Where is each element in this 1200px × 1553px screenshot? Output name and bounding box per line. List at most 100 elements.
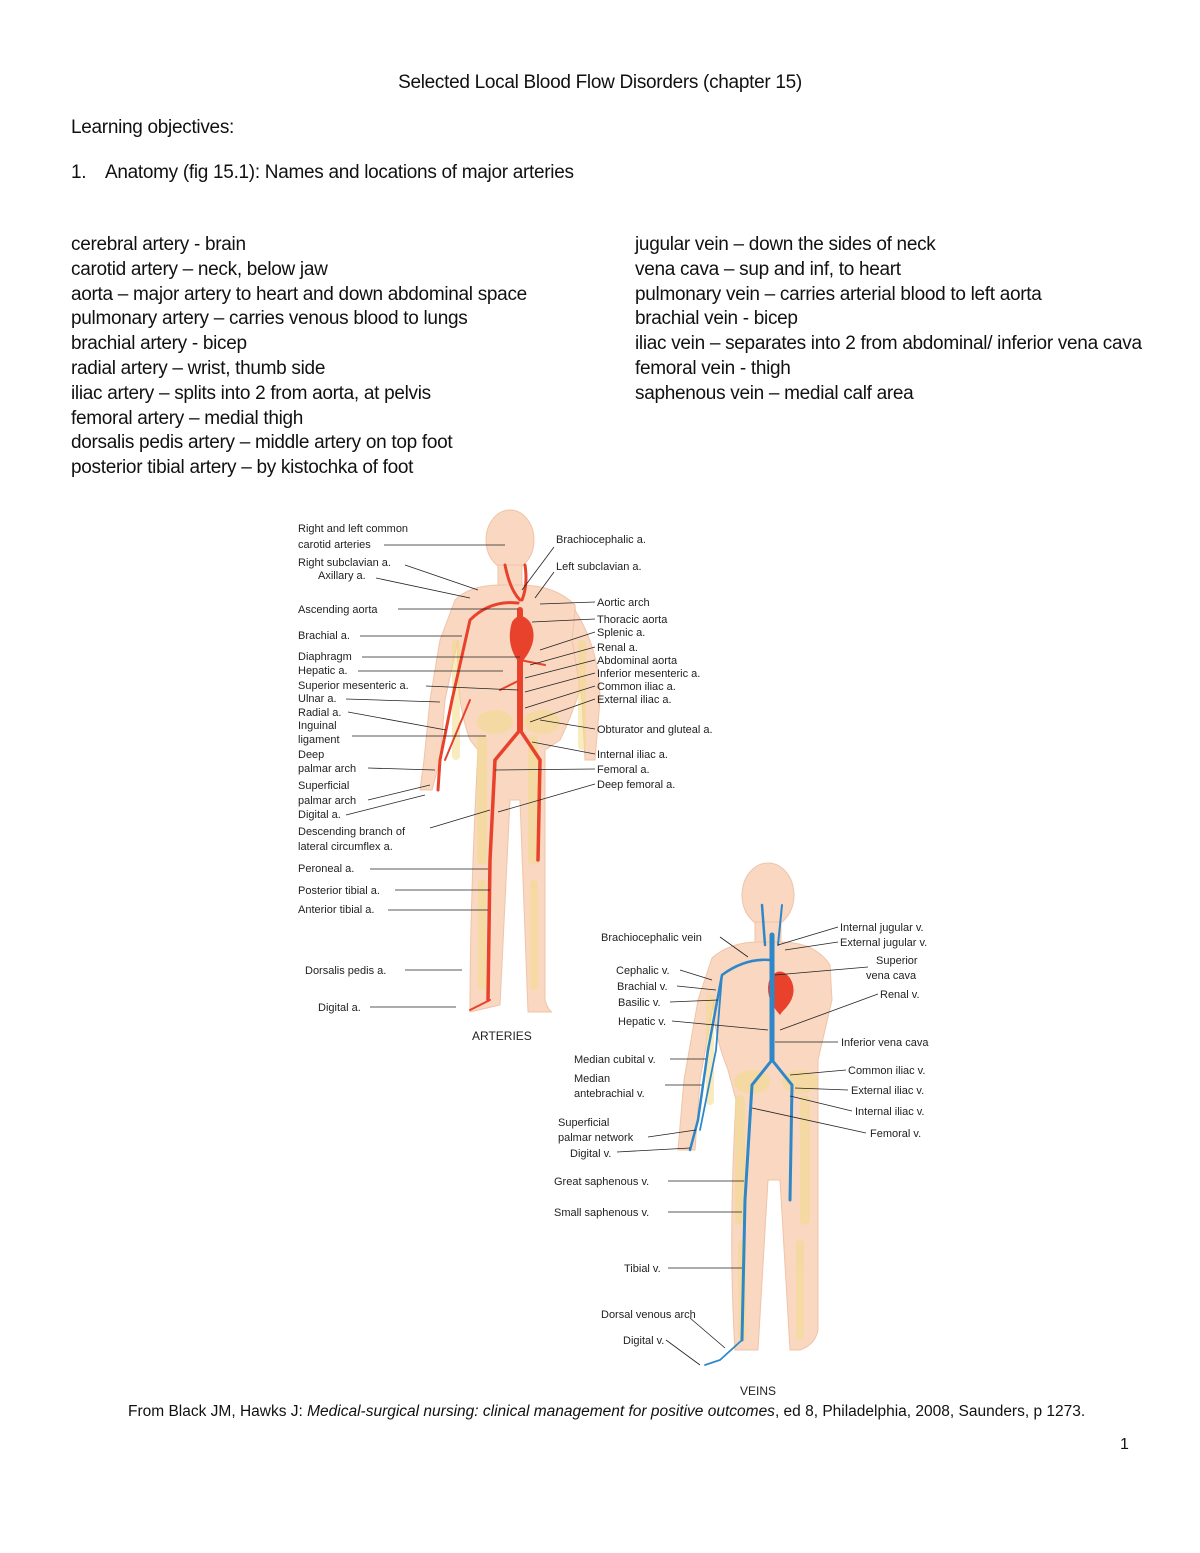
figure-label: Descending branch of bbox=[298, 826, 406, 838]
veins-caption: VEINS bbox=[740, 1384, 776, 1398]
objective-item: 1. Anatomy (fig 15.1): Names and location… bbox=[71, 162, 574, 184]
figure-label: Radial a. bbox=[298, 707, 341, 719]
figure-label: Internal jugular v. bbox=[840, 922, 924, 934]
figure-label: Inferior vena cava bbox=[841, 1037, 929, 1049]
figure-citation: From Black JM, Hawks J: Medical-surgical… bbox=[128, 1403, 1085, 1421]
figure-label: Superior mesenteric a. bbox=[298, 680, 409, 692]
figure-label: vena cava bbox=[866, 970, 917, 982]
figure-label: Small saphenous v. bbox=[554, 1207, 649, 1219]
figure-label: Renal a. bbox=[597, 642, 638, 654]
arteries-list: cerebral artery - brain carotid artery –… bbox=[71, 233, 527, 481]
citation-prefix: From Black JM, Hawks J: bbox=[128, 1403, 308, 1420]
figure-label: Peroneal a. bbox=[298, 863, 354, 875]
list-item: dorsalis pedis artery – middle artery on… bbox=[71, 432, 453, 454]
figure-label: ligament bbox=[298, 734, 340, 746]
figure-label: Superficial bbox=[298, 780, 349, 792]
figure-label: Abdominal aorta bbox=[597, 655, 678, 667]
citation-book: Medical-surgical nursing: clinical manag… bbox=[307, 1403, 775, 1420]
figure-label: carotid arteries bbox=[298, 539, 371, 551]
figure-label: Femoral a. bbox=[597, 764, 650, 776]
vein-leader-lines bbox=[616, 926, 879, 1366]
artery-leader-lines bbox=[345, 544, 596, 1008]
list-item: saphenous vein – medial calf area bbox=[635, 382, 914, 404]
figure-label: Dorsal venous arch bbox=[601, 1309, 696, 1321]
figure-label: External iliac v. bbox=[851, 1085, 924, 1097]
figure-label: Ulnar a. bbox=[298, 693, 337, 705]
arteries-body-illustration: ARTERIES bbox=[419, 509, 601, 1043]
list-item: pulmonary vein – carries arterial blood … bbox=[635, 283, 1042, 305]
figure-label: Aortic arch bbox=[597, 597, 650, 609]
figure-label: lateral circumflex a. bbox=[298, 841, 393, 853]
figure-label: Common iliac v. bbox=[848, 1065, 925, 1077]
list-item: iliac vein – separates into 2 from abdom… bbox=[635, 333, 1142, 355]
figure-label: Deep bbox=[298, 749, 324, 761]
figure-label: Internal iliac a. bbox=[597, 749, 668, 761]
figure-label: Digital v. bbox=[623, 1335, 664, 1347]
veins-list: jugular vein – down the sides of neck ve… bbox=[635, 233, 1142, 407]
figure-label: Median cubital v. bbox=[574, 1054, 656, 1066]
figure-label: Tibial v. bbox=[624, 1263, 661, 1275]
figure-label: Hepatic v. bbox=[618, 1016, 666, 1028]
artery-labels-left: Right and left common carotid arteries R… bbox=[298, 523, 409, 1014]
figure-label: palmar arch bbox=[298, 763, 356, 775]
figure-label: Median bbox=[574, 1073, 610, 1085]
figure-label: Inferior mesenteric a. bbox=[597, 668, 700, 680]
figure-label: External iliac a. bbox=[597, 694, 672, 706]
figure-label: Common iliac a. bbox=[597, 681, 676, 693]
figure-label: Brachiocephalic a. bbox=[556, 534, 646, 546]
figure-label: Deep femoral a. bbox=[597, 779, 675, 791]
list-item: femoral vein - thigh bbox=[635, 357, 791, 379]
figure-label: Basilic v. bbox=[618, 997, 661, 1009]
figure-label: Posterior tibial a. bbox=[298, 885, 380, 897]
objective-text: Anatomy (fig 15.1): Names and locations … bbox=[105, 162, 574, 183]
figure-label: palmar arch bbox=[298, 795, 356, 807]
list-item: pulmonary artery – carries venous blood … bbox=[71, 308, 468, 330]
figure-label: antebrachial v. bbox=[574, 1088, 645, 1100]
figure-label: Hepatic a. bbox=[298, 665, 348, 677]
figure-label: Anterior tibial a. bbox=[298, 904, 374, 916]
figure-label: External jugular v. bbox=[840, 937, 927, 949]
objective-number: 1. bbox=[71, 162, 87, 183]
list-item: vena cava – sup and inf, to heart bbox=[635, 258, 901, 280]
figure-label: Renal v. bbox=[880, 989, 920, 1001]
figure-label: Digital a. bbox=[298, 809, 341, 821]
list-item: cerebral artery - brain bbox=[71, 234, 246, 255]
figure-label: Femoral v. bbox=[870, 1128, 921, 1140]
figure-label: Great saphenous v. bbox=[554, 1176, 649, 1188]
figure-label: Internal iliac v. bbox=[855, 1106, 925, 1118]
figure-label: Brachial a. bbox=[298, 630, 350, 642]
list-item: jugular vein – down the sides of neck bbox=[635, 234, 936, 255]
document-title: Selected Local Blood Flow Disorders (cha… bbox=[398, 72, 802, 93]
figure-label: Ascending aorta bbox=[298, 604, 378, 616]
vein-labels-right: Internal jugular v. External jugular v. … bbox=[840, 922, 929, 1140]
figure-label: Inguinal bbox=[298, 720, 337, 732]
list-item: femoral artery – medial thigh bbox=[71, 407, 304, 429]
figure-label: palmar network bbox=[558, 1132, 634, 1144]
figure-label: Superior bbox=[876, 955, 918, 967]
figure-label: Left subclavian a. bbox=[556, 561, 642, 573]
list-item: aorta – major artery to heart and down a… bbox=[71, 283, 527, 305]
list-item: brachial artery - bicep bbox=[71, 333, 247, 355]
figure-label: Right subclavian a. bbox=[298, 557, 391, 569]
figure-label: Diaphragm bbox=[298, 651, 352, 663]
artery-labels-right: Brachiocephalic a. Left subclavian a. Ao… bbox=[556, 534, 713, 791]
veins-body-illustration: VEINS bbox=[677, 862, 833, 1398]
objectives-heading: Learning objectives: bbox=[71, 117, 234, 138]
list-item: radial artery – wrist, thumb side bbox=[71, 357, 326, 379]
figure-label: Digital a. bbox=[318, 1002, 361, 1014]
figure-label: Dorsalis pedis a. bbox=[305, 965, 386, 977]
arteries-caption: ARTERIES bbox=[472, 1029, 532, 1043]
figure-label: Brachial v. bbox=[617, 981, 668, 993]
figure-label: Axillary a. bbox=[318, 570, 366, 582]
citation-suffix: , ed 8, Philadelphia, 2008, Saunders, p … bbox=[774, 1403, 1086, 1420]
figure-label: Brachiocephalic vein bbox=[601, 932, 702, 944]
vein-labels-left: Brachiocephalic vein Cephalic v. Brachia… bbox=[554, 932, 702, 1347]
figure-label: Obturator and gluteal a. bbox=[597, 724, 713, 736]
figure-label: Right and left common bbox=[298, 523, 408, 535]
page-number: 1 bbox=[1120, 1436, 1129, 1453]
list-item: brachial vein - bicep bbox=[635, 308, 798, 330]
list-item: posterior tibial artery – by kistochka o… bbox=[71, 457, 414, 479]
figure-label: Cephalic v. bbox=[616, 965, 670, 977]
figure-label: Digital v. bbox=[570, 1148, 611, 1160]
